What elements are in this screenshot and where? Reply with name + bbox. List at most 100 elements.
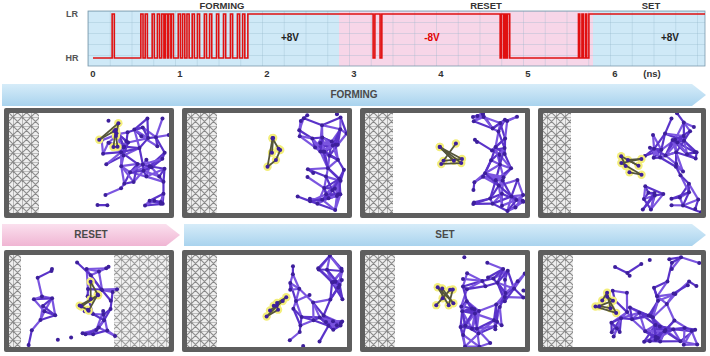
ion-atom [122,145,126,149]
ion-atom [340,269,344,273]
ion-atom [503,152,507,156]
ion-atom [324,192,328,196]
ion-atom [339,115,343,119]
ion-bond [312,303,315,321]
ion-bond [614,318,621,336]
cluster-atom [436,285,440,289]
ion-atom [288,281,292,285]
ion-atom [305,175,309,179]
ion-atom [335,194,339,198]
ion-atom [669,117,673,121]
ion-atom [496,130,500,134]
ion-atom [489,158,493,162]
ion-bond [665,134,684,136]
ion-bond [320,317,334,329]
electrode-lattice [114,255,169,347]
axis-level: HR [66,54,79,63]
cluster-atom [112,129,116,133]
ion-atom [687,190,691,194]
ion-atom [326,166,330,170]
phase-title: RESET [470,1,502,11]
ion-atom [291,272,295,276]
ion-bond [684,343,697,346]
ion-atom [521,289,525,293]
cluster-atom [270,151,274,155]
ion-atom [505,119,509,123]
ion-bond [38,271,52,278]
ion-bond [330,288,338,300]
cluster-atom [448,288,452,292]
cluster-atom [86,308,90,312]
axis-tick: 6 [612,69,617,79]
ion-atom [491,277,495,281]
ion-bond [102,288,117,291]
ion-atom [647,314,651,318]
ion-atom [101,309,105,313]
ion-atom [628,274,632,278]
phase-title: SET [642,1,660,11]
ion-bond [312,138,320,151]
ion-atom [654,335,658,339]
ion-atom [465,271,469,275]
snapshot-panel [360,250,530,352]
ion-atom [652,286,656,290]
ion-atom [678,339,682,343]
ion-bond [474,199,490,203]
ion-atom [338,127,342,131]
ion-bond [657,281,667,296]
ion-atom [50,296,54,300]
ion-atom [509,166,513,170]
ion-atom [160,116,164,120]
ion-atom [333,208,337,212]
panel-ground [9,255,169,347]
ion-atom [335,323,339,327]
cluster-atom [593,305,597,309]
cluster-atom [284,295,288,299]
ion-bond [38,278,42,297]
cluster-atom [639,157,643,161]
panel-ground [365,113,525,213]
ion-bond [514,274,525,289]
ion-bond [322,117,341,125]
ion-atom [320,135,324,139]
panel-ground [187,255,347,347]
ion-bond [322,125,340,129]
panel-frame [4,108,174,218]
ion-atom [612,335,616,339]
ion-atom [516,279,520,283]
ion-atom [504,291,508,295]
ion-atom [682,134,686,138]
ion-atom [132,180,136,184]
ion-atom [109,307,113,311]
ion-atom [683,326,687,330]
cluster-bond [99,123,118,140]
ion-bond [467,301,479,311]
ion-atom [308,293,312,297]
electrode-lattice [365,113,393,213]
ion-bond [654,134,665,149]
arrow-body [2,224,180,246]
ion-atom [291,307,295,311]
cluster-atom [271,136,275,140]
ion-bond [32,320,41,330]
ion-atom [128,170,132,174]
ion-atom [328,297,332,301]
cluster-atom [452,159,456,163]
ion-atom [610,330,614,334]
ion-atom [655,294,659,298]
ion-bond [134,118,147,129]
ion-bond [517,180,523,195]
cluster-atom [89,297,93,301]
electrode-lattice [543,113,571,213]
ion-atom [106,141,110,145]
chart-grid [88,11,705,66]
ion-atom [113,334,117,338]
ion-atom [611,289,615,293]
ion-atom [491,202,495,206]
ion-bond [40,306,42,320]
ion-atom [615,326,619,330]
ion-atom [672,292,676,296]
phase-name: SET [184,224,706,246]
phase-name: FORMING [2,84,706,106]
ion-atom [475,114,479,118]
